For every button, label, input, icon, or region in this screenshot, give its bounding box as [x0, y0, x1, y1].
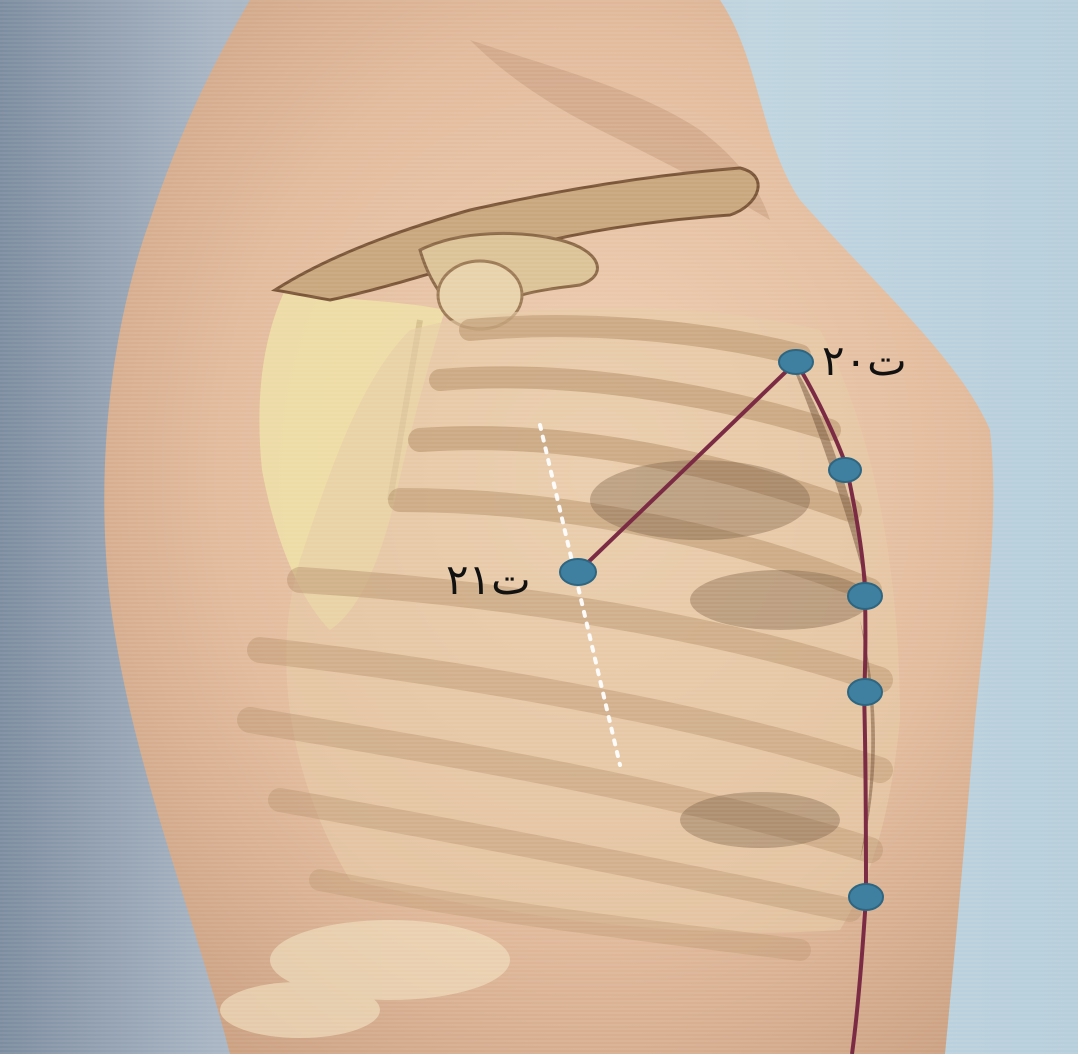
acupoint-marker — [848, 679, 882, 705]
acupoint-marker — [848, 583, 882, 609]
acupoint-marker — [849, 884, 883, 910]
point-label-20: ت۲۰ — [822, 340, 907, 382]
acupoint-21 — [560, 559, 596, 585]
point-label-21: ت۲۱ — [446, 559, 531, 601]
acupoint-20 — [779, 350, 813, 374]
acupoint-marker — [829, 458, 861, 482]
